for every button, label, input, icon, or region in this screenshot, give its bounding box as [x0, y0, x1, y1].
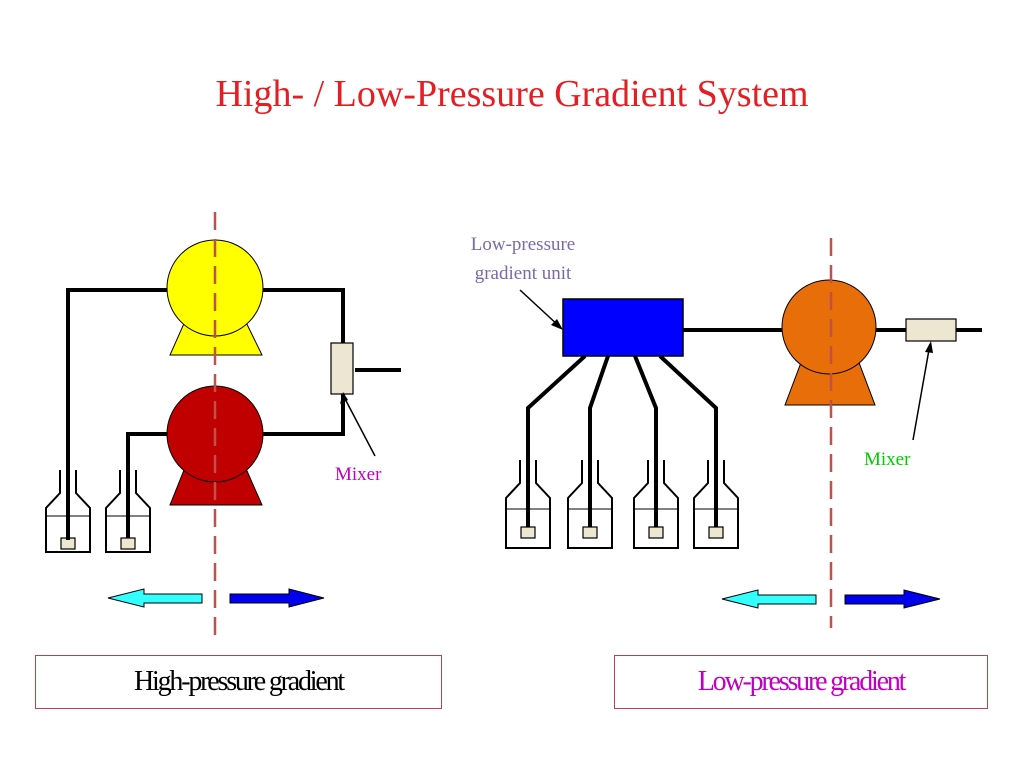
- right-mixer-label: Mixer: [864, 449, 911, 470]
- right-reservoir-1: [505, 460, 551, 549]
- left-mixer-label: Mixer: [335, 464, 382, 485]
- channel-line-1: [526, 354, 587, 527]
- left-mixer-pointer-head: [340, 392, 348, 404]
- pump-c-head: [781, 279, 877, 375]
- unit-label-line1: Low-pressure: [471, 234, 575, 255]
- bottom-pump-outlet-line: [262, 394, 345, 436]
- left-reservoir-b: [105, 470, 151, 553]
- right-arrow-left: [721, 589, 817, 609]
- right-reservoir-2: [567, 460, 613, 549]
- left-arrow-right: [229, 588, 325, 608]
- right-reservoir-3: [633, 460, 679, 549]
- left-mixer-pointer: [342, 394, 376, 457]
- right-mixer-pointer: [912, 343, 931, 441]
- right-reservoir-4: [693, 460, 739, 549]
- low-pressure-caption: Low-pressure gradient: [614, 655, 988, 709]
- channel-line-3: [633, 355, 658, 527]
- unit-pointer-head: [551, 319, 563, 330]
- high-pressure-caption-text: High-pressure gradient: [134, 666, 345, 697]
- left-mixer: [330, 342, 354, 395]
- low-pressure-gradient-unit: [562, 298, 684, 357]
- unit-label-line2: gradient unit: [475, 263, 572, 284]
- right-tubing: [526, 328, 982, 527]
- right-mixer-pointer-head: [925, 341, 933, 353]
- channel-line-2: [588, 355, 610, 527]
- high-pressure-caption: High-pressure gradient: [35, 655, 442, 709]
- left-tubing: [66, 288, 401, 540]
- solvent-line-a: [66, 288, 168, 540]
- channel-line-4: [658, 354, 718, 527]
- left-reservoir-a: [45, 470, 91, 553]
- slide-title: High- / Low-Pressure Gradient System: [215, 73, 809, 115]
- high-pressure-system: Mixer: [45, 212, 401, 640]
- low-pressure-caption-text: Low-pressure gradient: [697, 666, 907, 697]
- left-arrow-left: [107, 588, 203, 608]
- right-mixer: [905, 318, 957, 342]
- top-pump-outlet-line: [262, 288, 345, 343]
- low-pressure-system: Low-pressure gradient unit Mixer: [471, 234, 982, 628]
- solvent-line-b: [126, 432, 168, 540]
- right-arrow-right: [844, 589, 941, 609]
- unit-pointer: [519, 289, 561, 328]
- pump-c: [781, 279, 877, 406]
